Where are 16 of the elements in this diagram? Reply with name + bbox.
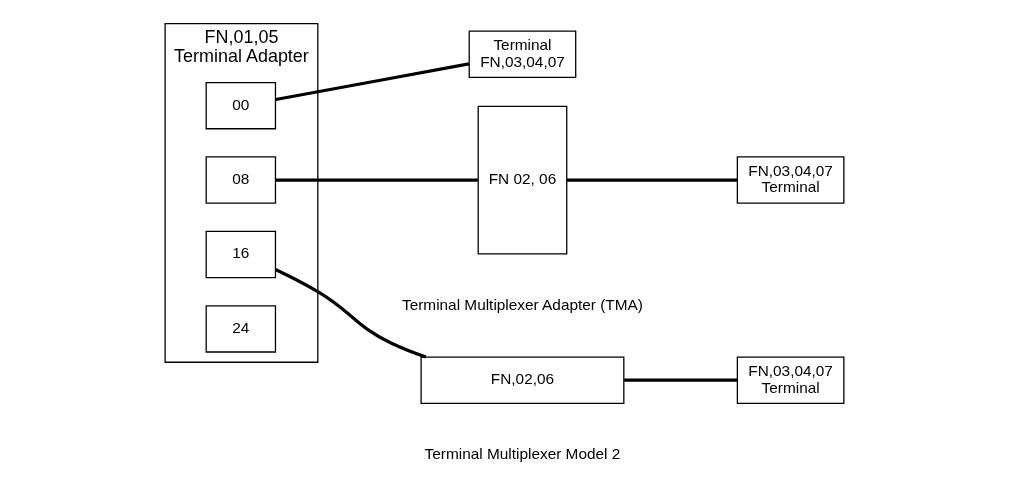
node-box: 08 — [205, 156, 277, 204]
node-box: FN 02, 06 — [477, 105, 568, 255]
node-box: FN,02,06 — [420, 356, 625, 404]
connector — [274, 268, 427, 359]
node-box: 24 — [205, 305, 277, 353]
node-box: 16 — [205, 230, 277, 279]
node-box: Terminal FN,03,04,07 — [468, 30, 577, 79]
node-label: Terminal Multiplexer Model 2 — [424, 444, 621, 462]
node-box: 00 — [205, 81, 277, 130]
connector — [275, 178, 478, 182]
connector — [624, 378, 738, 382]
node-label: Terminal Multiplexer Adapter (TMA) — [401, 295, 643, 313]
connector — [567, 178, 737, 182]
node-box: FN,03,04,07 Terminal — [736, 156, 845, 204]
connector — [275, 62, 470, 102]
node-box: FN,03,04,07 Terminal — [736, 356, 845, 404]
